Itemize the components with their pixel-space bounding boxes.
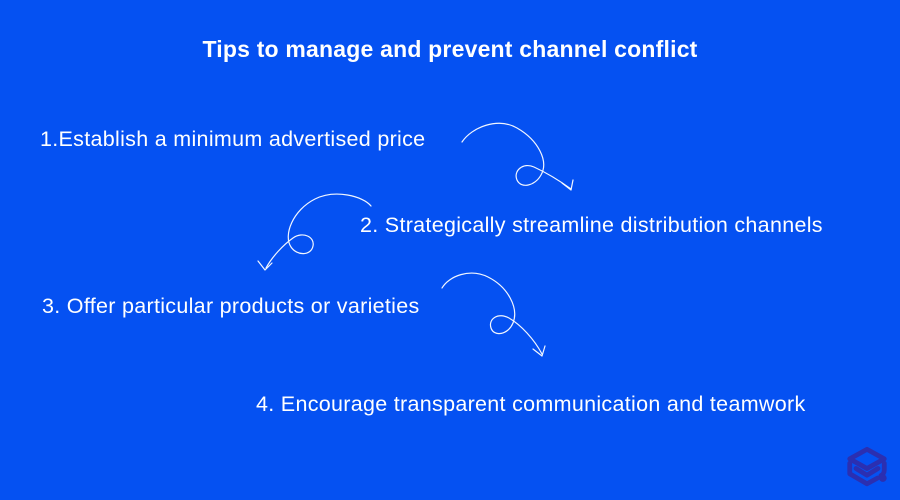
brand-logo-icon — [847, 446, 887, 487]
curly-arrow-2-icon — [257, 193, 372, 271]
tip-item-4: 4. Encourage transparent communication a… — [256, 392, 806, 416]
curly-arrow-3-icon — [441, 272, 546, 357]
curly-arrow-1-icon — [461, 122, 574, 191]
tip-item-3: 3. Offer particular products or varietie… — [42, 294, 420, 318]
tip-item-2: 2. Strategically streamline distribution… — [360, 213, 823, 237]
page-title: Tips to manage and prevent channel confl… — [202, 36, 698, 62]
tip-item-1: 1.Establish a minimum advertised price — [40, 127, 426, 151]
